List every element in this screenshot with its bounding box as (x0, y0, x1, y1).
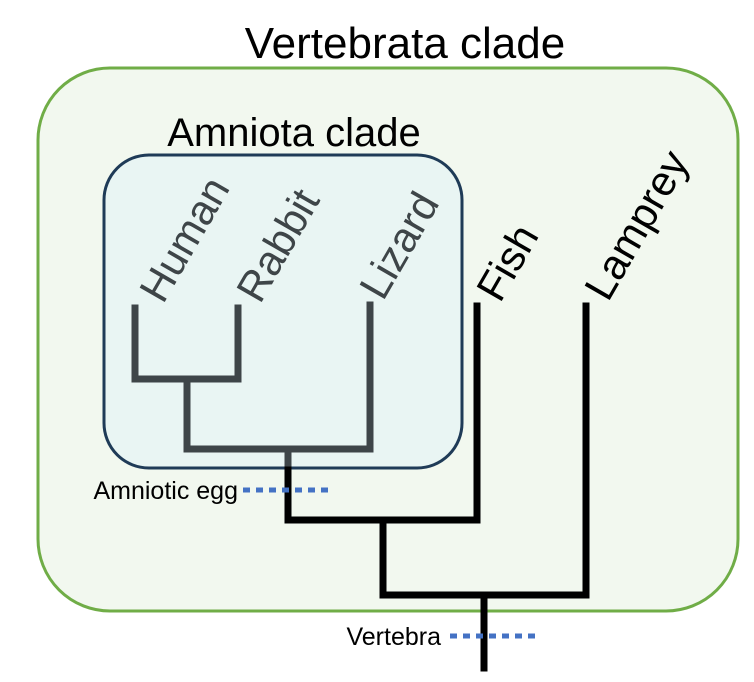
amniota-clade-title: Amniota clade (167, 111, 420, 155)
amniotic-egg-label: Amniotic egg (93, 477, 238, 505)
vertebra-label: Vertebra (346, 623, 441, 651)
vertebrata-clade-title: Vertebrata clade (245, 19, 565, 68)
vertebrata-branches (284, 302, 590, 672)
human-rabbit-lizard-branch (183, 301, 374, 453)
